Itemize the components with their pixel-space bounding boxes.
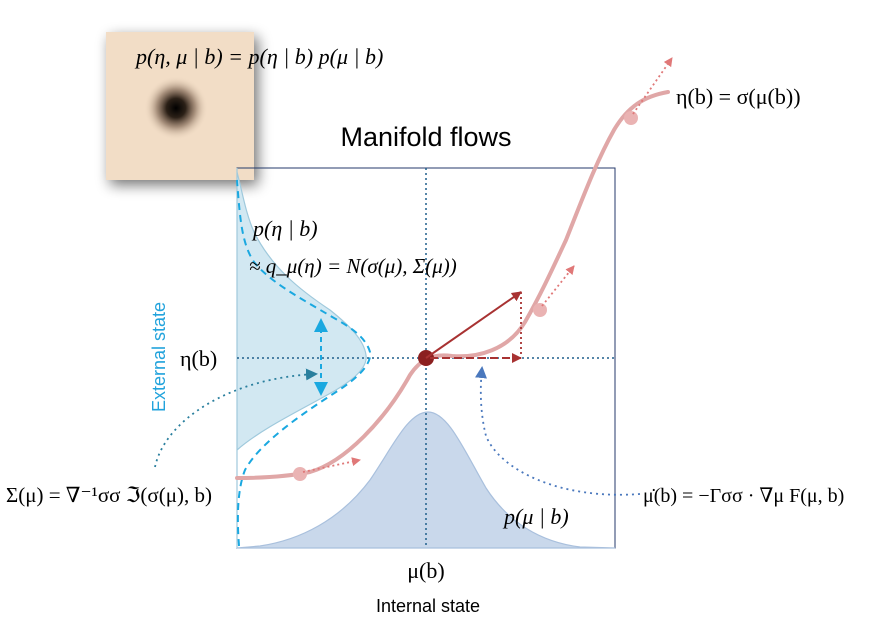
mu-dot-pointer-arrow [475, 366, 641, 496]
sigma-pointer-arrow [154, 368, 318, 468]
joint-density-thumbnail [106, 32, 254, 180]
flow-vector-arrow [425, 291, 522, 359]
joint-equation: p(η, μ | b) = p(η | b) p(μ | b) [134, 44, 383, 69]
flow-point-lower [293, 467, 307, 481]
covariance-arrowhead-up [314, 318, 328, 332]
sigma-equation: Σ(μ) = ∇⁻¹σσ ℑ(σ(μ), b) [6, 483, 212, 507]
mu-dot-equation: μ̇(b) = −Γσσ · ∇μ F(μ, b) [643, 485, 844, 507]
flow-point-upper [624, 111, 638, 125]
external-state-label: External state [149, 302, 169, 412]
internal-density-label: p(μ | b) [502, 504, 569, 529]
external-density-area [236, 168, 367, 548]
eta-mapping-equation: η(b) = σ(μ(b)) [676, 84, 801, 109]
flow-point-mid [533, 303, 547, 317]
internal-state-label: Internal state [376, 596, 480, 616]
tangent-arrow-upper [632, 57, 673, 115]
diagram-title: Manifold flows [340, 122, 511, 152]
posterior-label: p(η | b) [251, 216, 318, 241]
approximation-equation: ≈ q_μ(η) = N(σ(μ), Σ(μ)) [249, 254, 457, 278]
eta-axis-label: η(b) [180, 346, 217, 371]
covariance-arrowhead-down [314, 382, 328, 396]
manifold-flow-curve [235, 90, 670, 480]
mu-axis-label: μ(b) [407, 558, 444, 583]
tangent-arrow-mid [541, 265, 575, 307]
approximate-density-dashed [236, 179, 372, 547]
